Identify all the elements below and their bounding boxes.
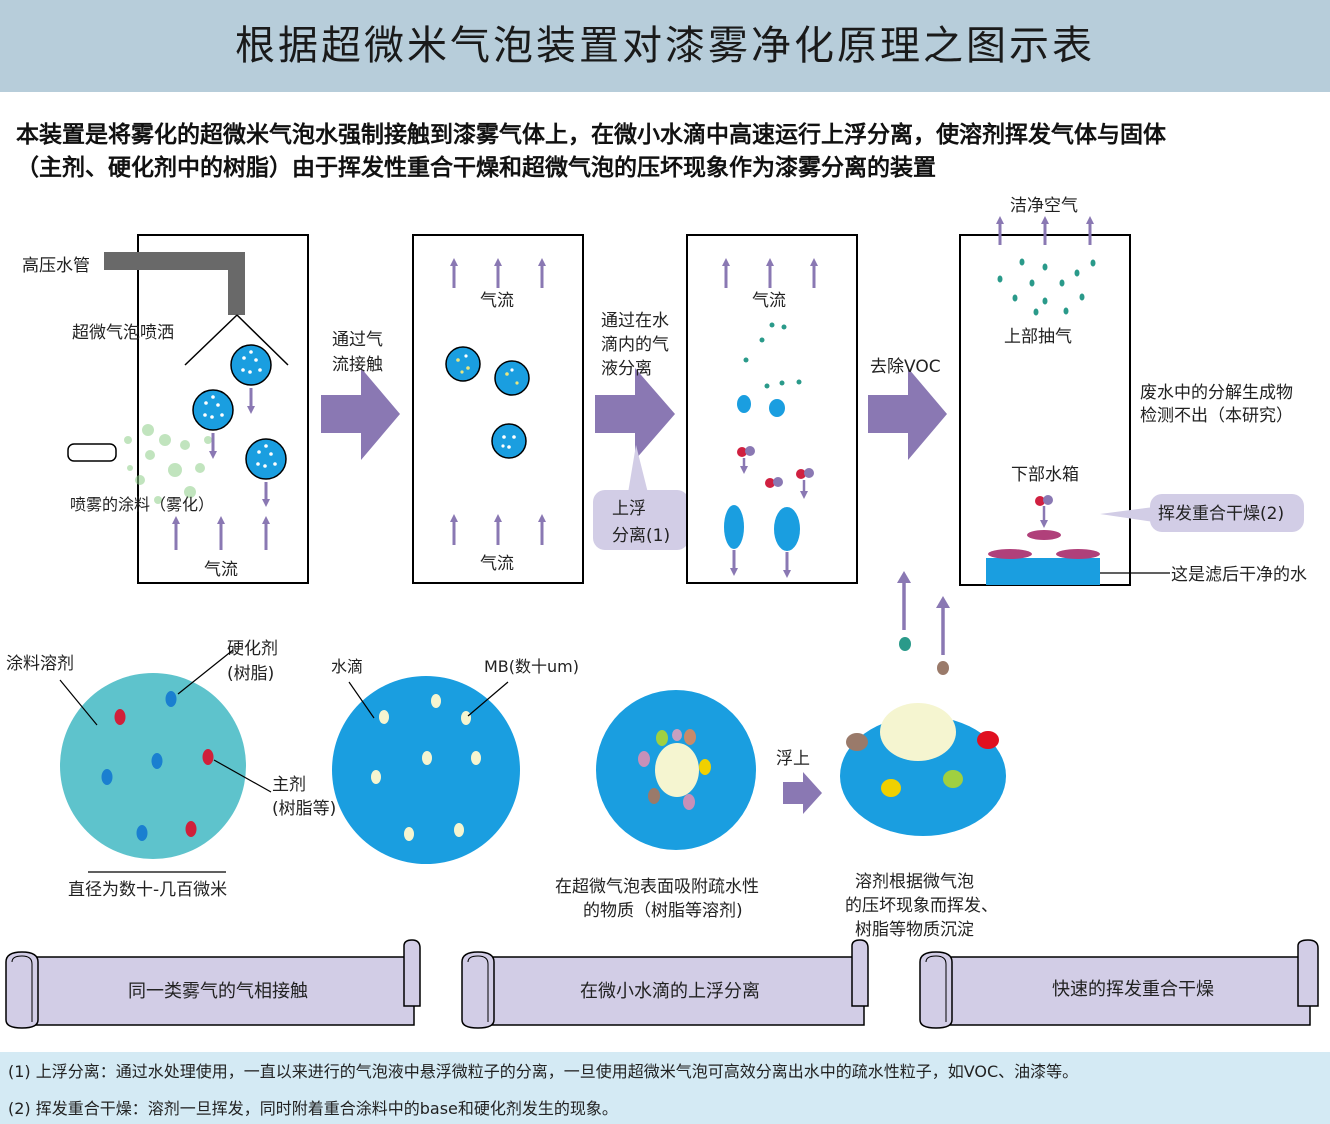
process-arrow-1 — [321, 368, 400, 460]
stage-2-droplets — [445, 346, 530, 459]
stage-2-airflow-bottom-arrows — [450, 514, 546, 545]
adsorption-droplet — [596, 690, 756, 850]
microbubble-droplet — [245, 438, 287, 507]
adsorb-caption-1: 在超微气泡表面吸附疏水性 — [555, 877, 759, 897]
intro-line-2: （主剂、硬化剂中的树脂）由于挥发性重合干燥和超微气泡的压坏现象作为漆雾分离的装置 — [16, 155, 936, 181]
stage-1-airflow-arrows — [172, 516, 270, 550]
title-bar — [0, 0, 1330, 92]
drying-callout: 挥发重合干燥(2) — [1100, 494, 1304, 532]
wastewater-note-line-2: 检测不出（本研究） — [1140, 406, 1293, 426]
bubble-dots — [203, 350, 277, 468]
collapse-caption-3: 树脂等物质沉淀 — [855, 920, 974, 940]
microbubble-droplet — [192, 389, 234, 459]
leader-line — [177, 649, 234, 695]
float-up-label: 浮上 — [776, 749, 810, 769]
process-arrow-3 — [868, 368, 947, 460]
float-up-arrow — [783, 772, 822, 814]
sediment — [1056, 549, 1100, 559]
drying-resin — [1027, 495, 1061, 540]
main-agent-label-1: 主剂 — [272, 775, 306, 795]
paint-solvent-label: 涂料溶剂 — [6, 654, 74, 674]
leader-line — [213, 759, 272, 793]
high-pressure-pipe — [104, 252, 245, 315]
paint-droplet — [60, 673, 246, 859]
exhaust-particles — [997, 258, 1096, 316]
rising-particles — [897, 571, 950, 675]
arrow-1-label-line-1: 通过气 — [332, 330, 383, 350]
stage-2-airflow-top-arrows — [450, 258, 546, 288]
adsorb-caption-2: 的物质（树脂等溶剂) — [583, 901, 743, 921]
footnote-2: (2) 挥发重合干燥：溶剂一旦挥发，同时附着重合涂料中的base和硬化剂发生的现… — [8, 1099, 618, 1118]
scroll-banner-3: 快速的挥发重合干燥 — [919, 939, 1319, 1029]
hardener-label-1: 硬化剂 — [227, 639, 278, 659]
clean-water-label: 这是滤后干净的水 — [1171, 565, 1307, 585]
clean-air-label: 洁净空气 — [1010, 196, 1078, 216]
hardener-label-2: (树脂) — [227, 664, 274, 684]
arrow-2-label-line-1: 通过在水 — [601, 311, 669, 331]
arrow-2-label-line-2: 滴内的气 — [601, 335, 669, 355]
svg-text:快速的挥发重合干燥: 快速的挥发重合干燥 — [1052, 979, 1214, 1000]
water-tank — [986, 558, 1100, 585]
pipe-label: 高压水管 — [22, 256, 90, 276]
voc-particles — [743, 322, 802, 389]
spray-nozzle — [184, 314, 289, 366]
footnote-1: (1) 上浮分离：通过水处理使用，一直以来进行的气泡液中悬浮微粒子的分离，一旦使… — [8, 1062, 1079, 1081]
arrow-1-label-line-2: 流接触 — [332, 355, 383, 375]
scroll-banner-1: 同一类雾气的气相接触 — [5, 939, 421, 1029]
svg-text:上浮: 上浮 — [612, 499, 646, 519]
water-droplet — [332, 676, 520, 864]
stage-2-airflow-bottom-label: 气流 — [480, 554, 514, 574]
mb-label: MB(数十um) — [484, 657, 579, 676]
collapse-droplet — [840, 703, 1006, 836]
intro-line-1: 本装置是将雾化的超微米气泡水强制接触到漆雾气体上，在微小水滴中高速运行上浮分离，… — [16, 122, 1166, 148]
svg-text:在微小水滴的上浮分离: 在微小水滴的上浮分离 — [580, 981, 760, 1002]
paint-label: 喷雾的涂料（雾化） — [70, 495, 214, 514]
process-arrow-2 — [595, 368, 675, 460]
stage-1-airflow-label: 气流 — [204, 560, 238, 580]
sediment — [988, 549, 1032, 559]
float-separation-callout: 上浮 分离(1) — [593, 445, 689, 550]
leader-line — [348, 681, 375, 719]
exhaust-label: 上部抽气 — [1004, 327, 1072, 347]
spray-label: 超微气泡喷洒 — [72, 323, 174, 343]
microbubble-droplet — [230, 344, 272, 414]
diameter-label: 直径为数十-几百微米 — [68, 880, 227, 900]
clean-air-arrows — [996, 216, 1094, 245]
collapse-caption-2: 的压坏现象而挥发、 — [845, 896, 998, 916]
stage-2-airflow-top-label: 气流 — [480, 291, 514, 311]
paint-mist — [124, 424, 212, 504]
wastewater-note-line-1: 废水中的分解生成物 — [1140, 383, 1293, 403]
svg-text:分离(1): 分离(1) — [612, 526, 670, 546]
scroll-banner-2: 在微小水滴的上浮分离 — [461, 939, 869, 1029]
page-title: 根据超微米气泡装置对漆雾净化原理之图示表 — [235, 23, 1095, 69]
stage-3-droplets — [724, 395, 800, 578]
arrow-3-label: 去除VOC — [870, 357, 941, 377]
leader-line — [467, 681, 509, 717]
collapse-caption-1: 溶剂根据微气泡 — [855, 872, 974, 892]
leader-line — [59, 679, 98, 726]
stage-3-airflow-label: 气流 — [752, 291, 786, 311]
main-agent-label-2: (树脂等) — [272, 799, 336, 819]
svg-text:同一类雾气的气相接触: 同一类雾气的气相接触 — [128, 981, 308, 1002]
svg-text:挥发重合干燥(2): 挥发重合干燥(2) — [1158, 504, 1284, 524]
resin-particles — [737, 446, 814, 499]
water-tank-label: 下部水箱 — [1011, 465, 1079, 485]
stage-3-airflow-arrows — [722, 258, 818, 288]
water-drop-label: 水滴 — [331, 657, 363, 676]
paint-nozzle — [67, 443, 117, 462]
arrow-2-label-line-3: 液分离 — [601, 359, 652, 379]
footnotes-panel — [0, 1052, 1330, 1124]
